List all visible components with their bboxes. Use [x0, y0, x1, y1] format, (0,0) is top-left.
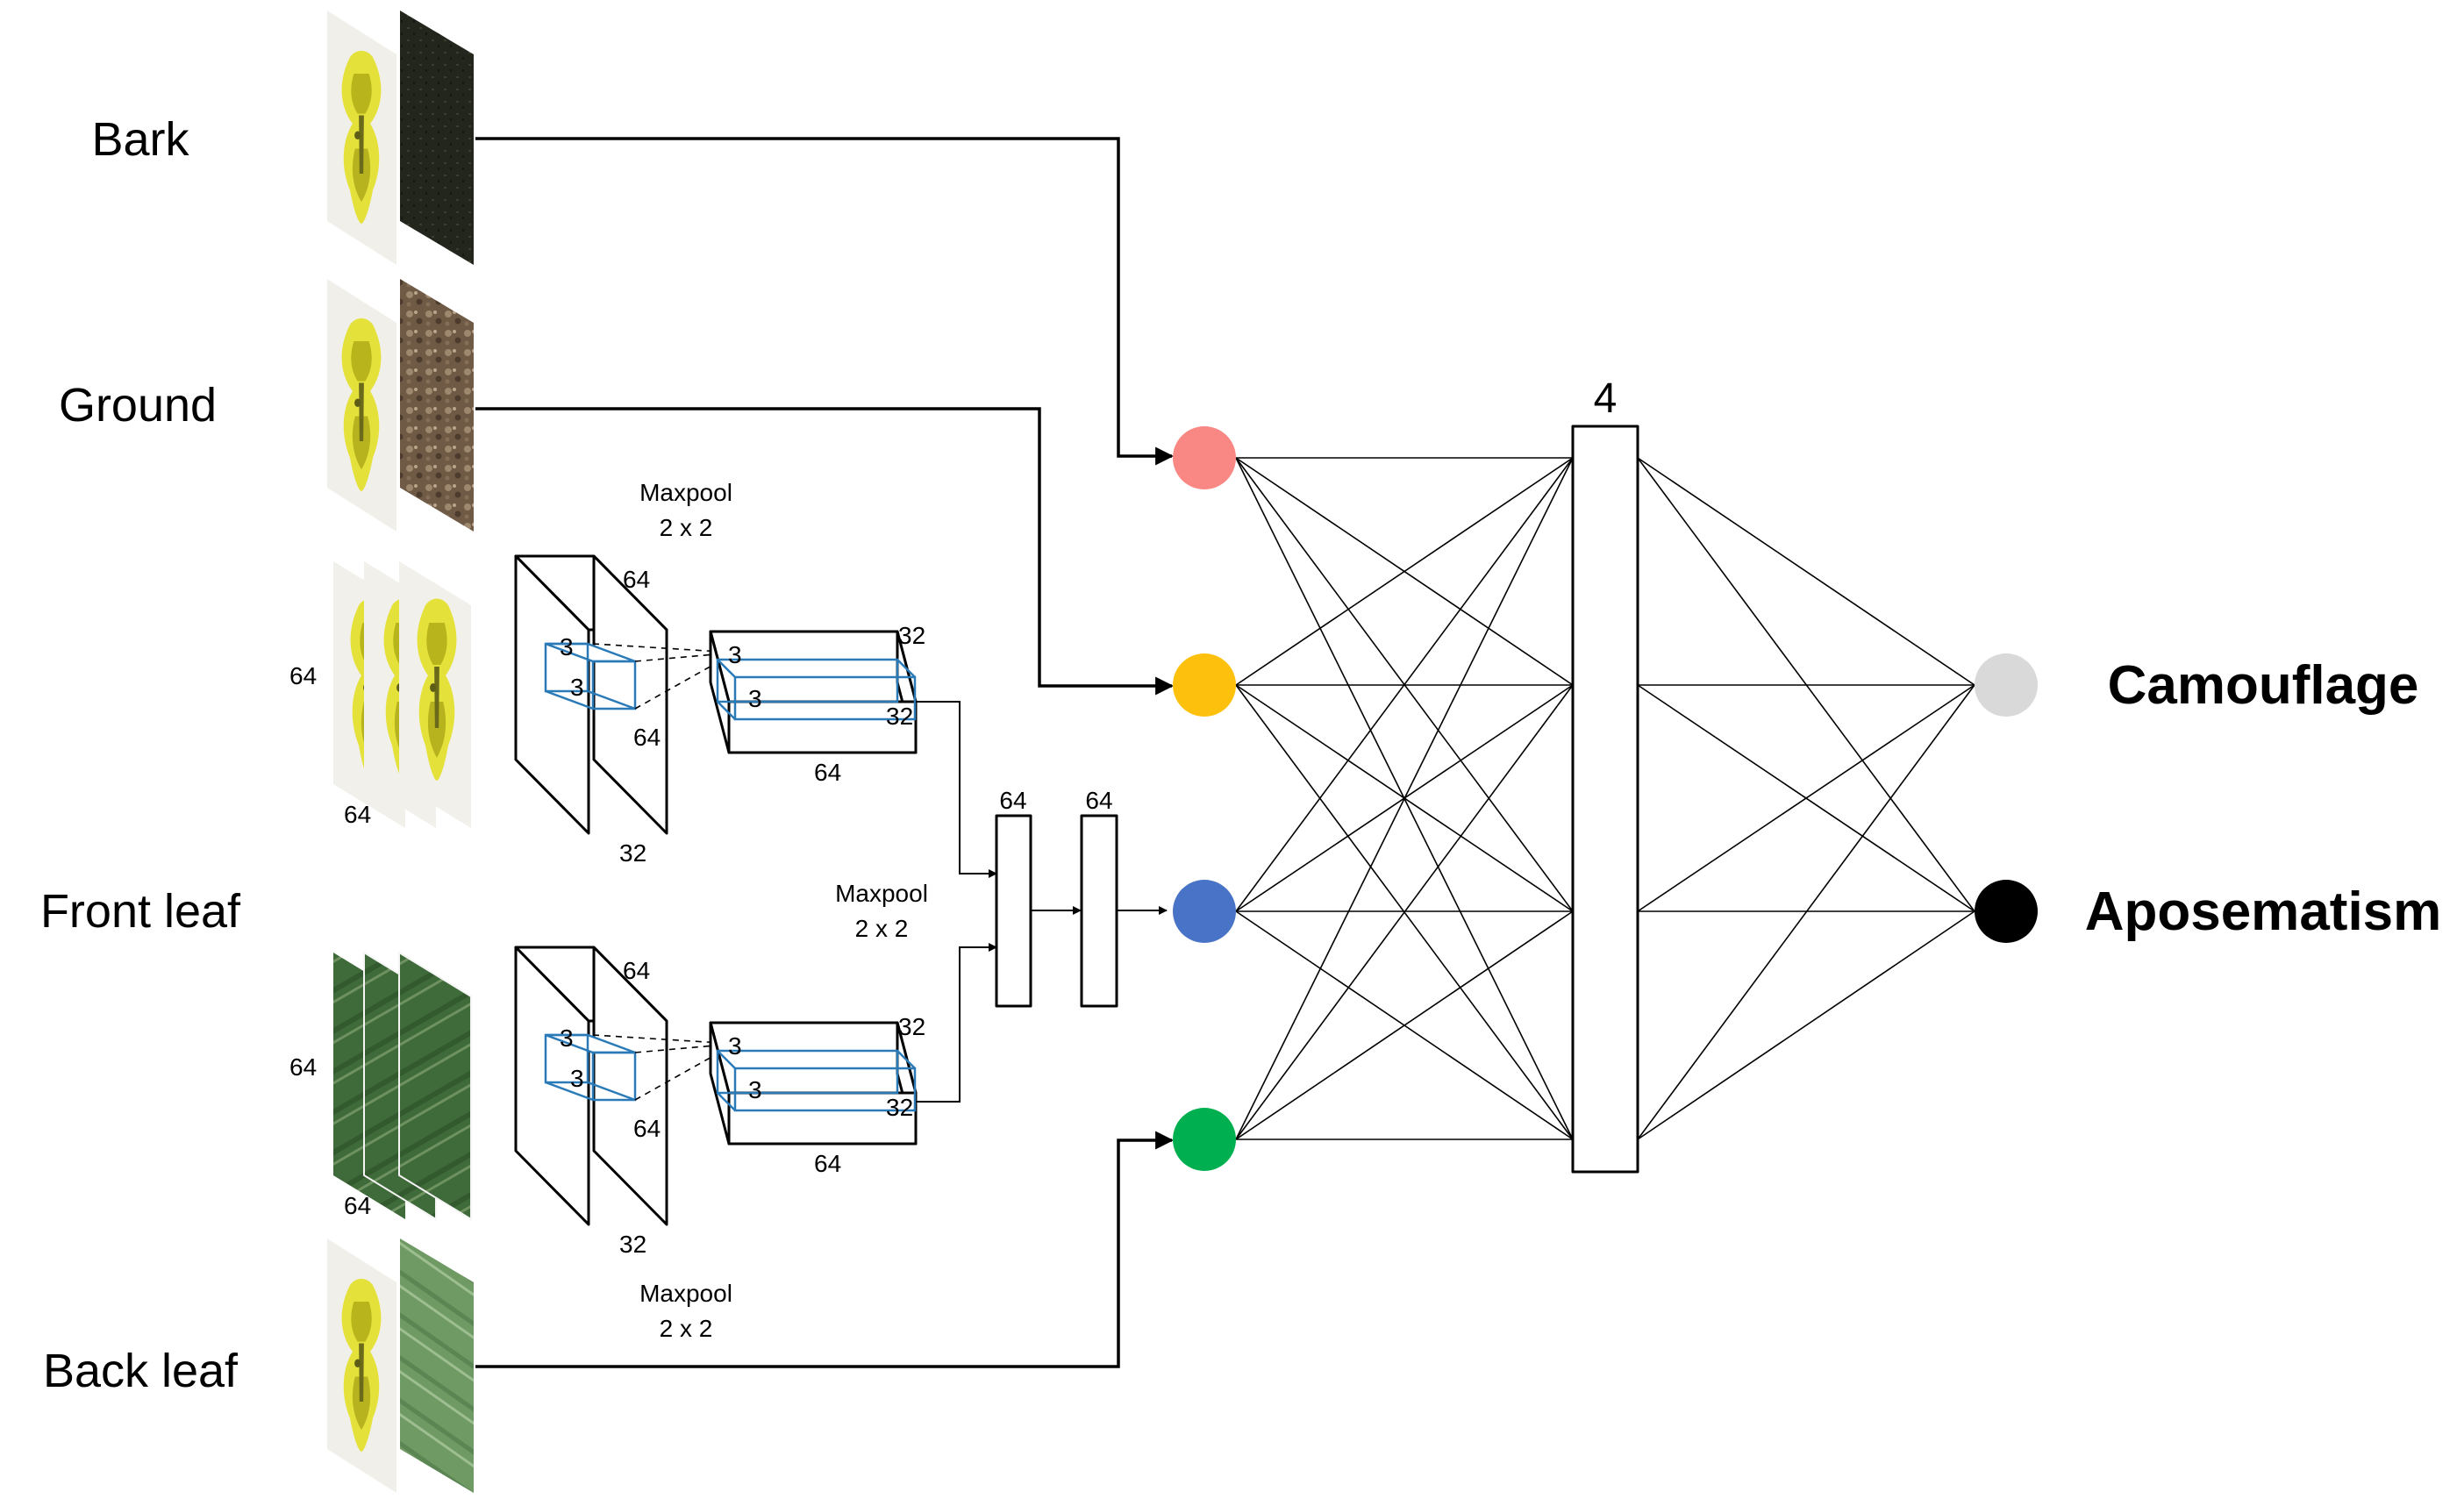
pool-bottom-width-label: 64 [814, 1150, 841, 1177]
hidden-layer-size-label: 4 [1594, 375, 1618, 422]
kernel-cube-top [544, 642, 637, 710]
node-bark [1173, 426, 1236, 489]
back-input-height-label: 64 [289, 1053, 317, 1081]
output-label-aposematism: Aposematism [2085, 882, 2442, 942]
conv-top-depth-label: 64 [623, 566, 650, 593]
input-label-ground: Ground [59, 379, 217, 432]
node-front-leaf [1173, 880, 1236, 943]
node-ground [1173, 653, 1236, 717]
pool-bottom-kernel-w-label: 3 [728, 1032, 742, 1060]
kernel-cube-pool-bottom [716, 1049, 917, 1112]
pool-block-bottom [709, 1021, 918, 1146]
dense-layer-2 [1080, 814, 1118, 1008]
maxpool-top-line1: Maxpool [639, 479, 732, 506]
fc-edge-in2-h0 [1235, 457, 1574, 912]
leaf-texture-icon [400, 1238, 474, 1493]
dense-2-label: 64 [1085, 787, 1112, 814]
conv-bottom-kernel-h-label: 3 [570, 1065, 584, 1092]
dense-1-label: 64 [999, 787, 1026, 814]
maxpool-bottom-line1: Maxpool [639, 1280, 732, 1307]
pool-top-width-label: 64 [814, 759, 841, 786]
bark-input-images [327, 11, 474, 265]
bark-texture-icon [400, 11, 474, 265]
input-label-front-leaf: Front leaf [40, 885, 241, 938]
pool-top-kernel-w-label: 3 [728, 641, 742, 668]
pool-bottom-kernel-h-label: 3 [748, 1076, 762, 1103]
conv-block-top [514, 554, 736, 835]
back-input-stack [333, 951, 472, 1221]
conv-bottom-size-label: 64 [633, 1115, 661, 1142]
conv-block-bottom [514, 946, 736, 1226]
fc-edge-h3-out1 [1637, 910, 1975, 1140]
pool-top-depth-label: 32 [898, 622, 925, 649]
ground-texture-icon [400, 279, 474, 532]
fc-edge-h2-out0 [1637, 684, 1975, 912]
fc-connections [1235, 457, 1975, 1140]
back-leaf-input-images [327, 1238, 474, 1493]
fc-edge-in3-h0 [1235, 457, 1574, 1140]
front-input-height-label: 64 [289, 662, 317, 689]
conv-top-width-label: 32 [619, 839, 646, 867]
conv-top-size-label: 64 [633, 724, 661, 751]
pool-top-size-label: 32 [886, 703, 913, 730]
conv-bottom-kernel-w-label: 3 [560, 1024, 574, 1052]
maxpool-middle-line2: 2 x 2 [855, 915, 909, 942]
maxpool-top-line2: 2 x 2 [660, 514, 713, 541]
conv-bottom-depth-label: 64 [623, 957, 650, 984]
front-input-stack [333, 561, 471, 828]
input-routing-lines [475, 137, 1175, 1368]
fc-edge-in3-h1 [1235, 684, 1574, 1140]
kernel-cube-pool-top [716, 658, 917, 721]
merge-connectors [916, 701, 1168, 1103]
node-back-leaf [1173, 1108, 1236, 1171]
node-aposematism [1975, 880, 2038, 943]
maxpool-bottom-line2: 2 x 2 [660, 1315, 713, 1342]
maxpool-middle-line1: Maxpool [835, 880, 928, 907]
node-camouflage [1975, 653, 2038, 717]
pool-bottom-depth-label: 32 [898, 1013, 925, 1040]
fc-edge-in3-h2 [1235, 910, 1574, 1140]
fc-edge-in1-h0 [1235, 457, 1574, 686]
conv-top-kernel-h-label: 3 [570, 674, 584, 701]
front-input-width-label: 64 [344, 801, 371, 828]
back-input-width-label: 64 [344, 1192, 371, 1219]
input-label-back-leaf: Back leaf [43, 1345, 239, 1397]
conv-bottom-width-label: 32 [619, 1231, 646, 1258]
ground-input-images [327, 279, 474, 532]
fc-edge-h0-out0 [1637, 457, 1975, 686]
hidden-layer [1571, 425, 1639, 1174]
fc-edge-h3-out0 [1637, 684, 1975, 1140]
dense-layer-1 [995, 814, 1032, 1008]
pool-top-kernel-h-label: 3 [748, 685, 762, 712]
output-label-camouflage: Camouflage [2108, 655, 2419, 716]
input-label-bark: Bark [91, 113, 189, 166]
pool-bottom-size-label: 32 [886, 1094, 913, 1121]
kernel-cube-bottom [544, 1033, 637, 1102]
leaf-texture-icon [398, 951, 472, 1221]
conv-top-kernel-w-label: 3 [560, 633, 574, 660]
